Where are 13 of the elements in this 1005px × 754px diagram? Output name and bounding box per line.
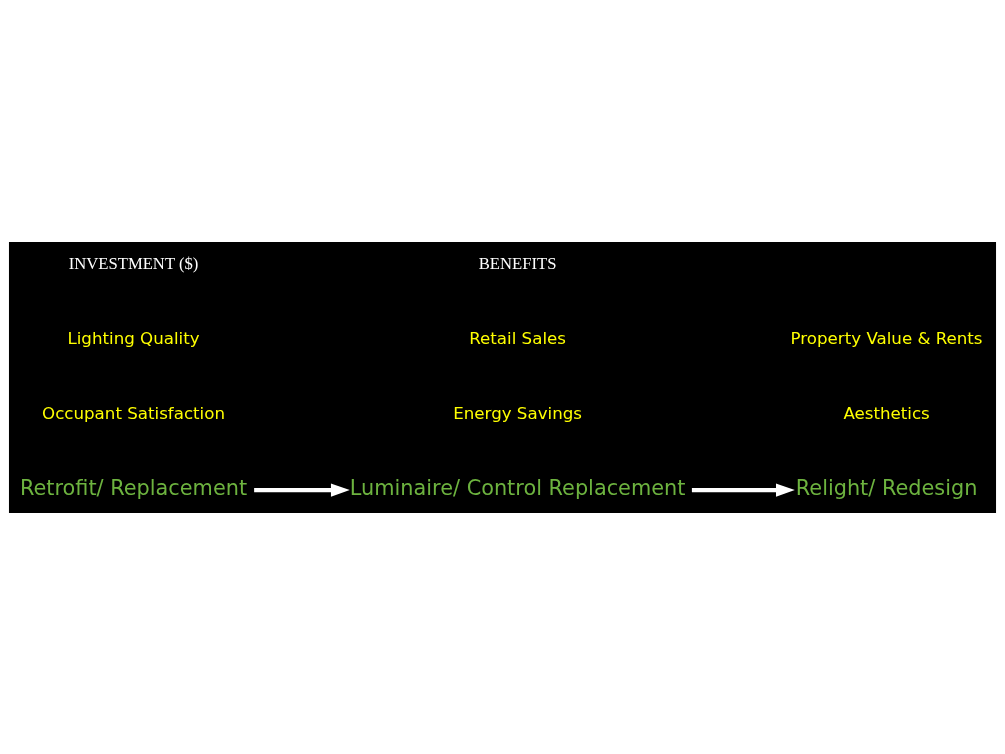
arrow — [254, 483, 350, 497]
node-text: Luminaire/ Control Replacement — [349, 475, 686, 500]
label: Occupant Satisfaction — [42, 403, 225, 423]
arrow — [691, 483, 795, 497]
label: INVESTMENT ($) — [68, 253, 199, 273]
label: Retail Sales — [469, 328, 566, 348]
node-text: Relight/ Redesign — [795, 475, 978, 500]
label: BENEFITS — [478, 253, 557, 273]
label: Lighting Quality — [67, 328, 200, 348]
label: Property Value & Rents — [790, 328, 983, 348]
label: Energy Savings — [453, 403, 582, 423]
label: Aesthetics — [843, 403, 930, 423]
node-text: Retrofit/ Replacement — [19, 475, 248, 500]
